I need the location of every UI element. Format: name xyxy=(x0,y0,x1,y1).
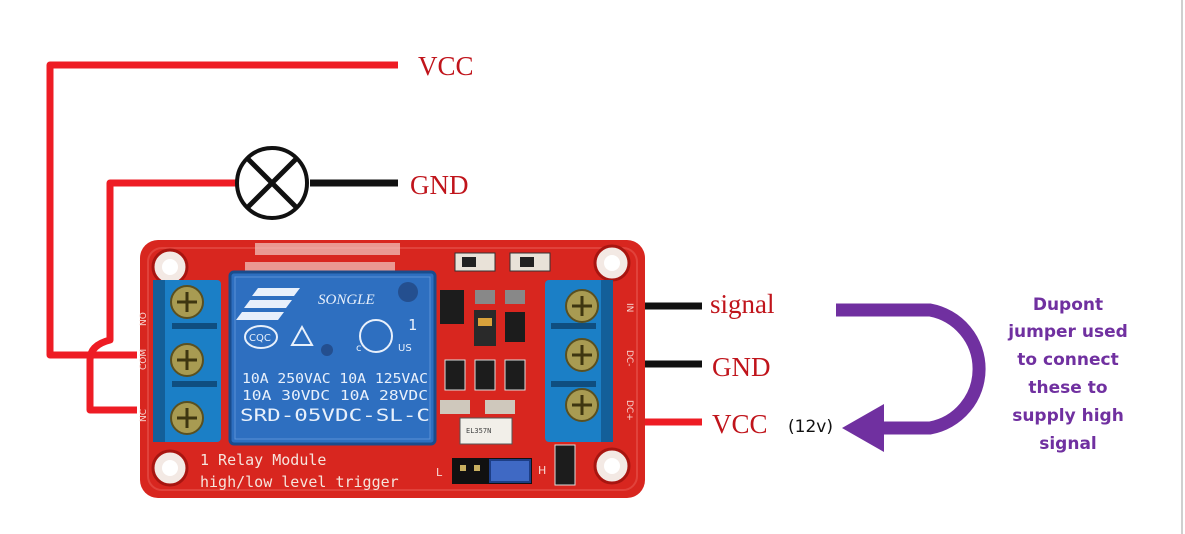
relay-board: NO COM NC SONGLE 1 CQC c US 10A 250VAC 1… xyxy=(139,240,645,498)
chip-marking: EL357N xyxy=(466,427,491,435)
jumper-label-h: H xyxy=(538,464,546,477)
wire-lamp-red xyxy=(86,179,236,414)
label-gnd-lamp: GND xyxy=(410,170,469,200)
lamp-icon xyxy=(235,146,309,220)
label-voltage: (12v) xyxy=(788,417,833,437)
relay-rating-2: 10A 30VDC 10A 28VDC xyxy=(242,388,428,404)
cert-us: US xyxy=(398,343,412,354)
relay-brand: SONGLE xyxy=(318,292,375,308)
annotation-line-2: jumper used xyxy=(1007,322,1128,342)
wires xyxy=(46,61,702,426)
smd-components xyxy=(440,252,576,486)
relay-icon xyxy=(228,270,437,446)
pin-label-no: NO xyxy=(139,312,149,326)
pin-label-com: COM xyxy=(139,349,149,370)
annotation-line-5: supply high xyxy=(1012,406,1124,426)
screw-terminal-icon xyxy=(545,280,613,442)
pin-label-nc: NC xyxy=(139,409,149,422)
jumper-header xyxy=(452,458,532,484)
label-gnd-right: GND xyxy=(712,352,771,382)
cert-cqc: CQC xyxy=(249,333,271,344)
label-signal: signal xyxy=(710,289,775,319)
pin-label-in: IN xyxy=(624,303,634,312)
annotation-line-4: these to xyxy=(1028,378,1107,398)
jumper-label-l: L xyxy=(436,466,443,479)
curved-arrow-icon xyxy=(836,303,986,452)
annotation-line-3: to connect xyxy=(1017,350,1118,370)
label-vcc-right: VCC xyxy=(712,409,768,439)
relay-number: 1 xyxy=(408,316,417,334)
annotation-note: Dupont jumper used to connect these to s… xyxy=(1007,295,1128,454)
module-subtitle: high/low level trigger xyxy=(200,473,399,491)
pin-label-dc-minus: DC- xyxy=(624,350,634,366)
pin-label-dc-plus: DC+ xyxy=(624,400,634,421)
annotation-line-6: signal xyxy=(1039,434,1097,454)
screw-terminal-icon xyxy=(153,280,221,442)
relay-model: SRD-05VDC-SL-C xyxy=(240,406,430,426)
mounting-holes xyxy=(151,244,631,487)
module-title: 1 Relay Module xyxy=(200,451,326,469)
relay-rating-1: 10A 250VAC 10A 125VAC xyxy=(242,371,428,387)
cert-c: c xyxy=(356,343,362,354)
annotation-line-1: Dupont xyxy=(1033,295,1103,315)
label-vcc-top: VCC xyxy=(418,51,474,81)
